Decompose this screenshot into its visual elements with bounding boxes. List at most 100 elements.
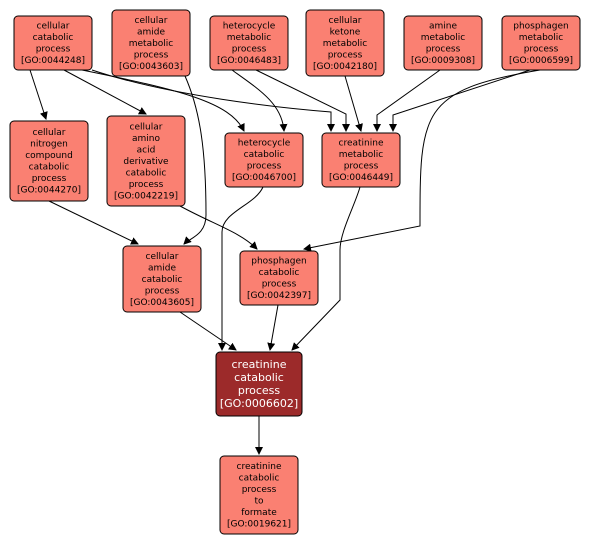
node-label-line: metabolic (227, 33, 272, 43)
edge-n4-to-n10 (344, 75, 363, 132)
node-label-line: ketone (330, 27, 361, 37)
node-label-line: process (32, 174, 67, 184)
node-label-line: [GO:0043605] (130, 298, 194, 308)
node-label-line: [GO:0042397] (247, 291, 311, 301)
node-label-line: process (134, 50, 169, 60)
edge-n11-to-n13 (179, 311, 237, 351)
node-box (122, 245, 202, 313)
node-label-line: [GO:0006599] (509, 56, 573, 66)
node-label-line: process (426, 45, 461, 55)
node-label-line: metabolic (339, 150, 384, 160)
node-label-line: compound (25, 151, 73, 161)
node-layer: cellularcatabolicprocess[GO:0044248]cell… (9, 9, 581, 535)
edge-n9-to-n13 (218, 186, 264, 351)
node-box (403, 15, 483, 71)
node-label-line: [GO:0009308] (411, 56, 475, 66)
node-label-line: cellular (130, 122, 163, 132)
edge-n12-to-n13 (267, 304, 279, 351)
node-label-line: creatinine (232, 358, 287, 371)
node-label-line: catabolic (259, 268, 300, 278)
node-label-line: catabolic (29, 163, 70, 173)
node-box (501, 15, 581, 71)
node-label-line: amide (148, 263, 176, 273)
node-box (224, 132, 304, 188)
node-label-line: process (129, 180, 164, 190)
node-label-line: cellular (33, 128, 66, 138)
go-term-node[interactable]: cellularaminoacidderivativecatabolicproc… (106, 115, 186, 207)
node-label-line: process (328, 50, 363, 60)
node-box (9, 120, 89, 202)
node-label-line: process (242, 485, 277, 495)
node-label-line: [GO:0042180] (313, 62, 377, 72)
go-term-node[interactable]: creatininecatabolicprocesstoformate[GO:0… (219, 455, 299, 535)
node-label-line: acid (137, 145, 156, 155)
node-label-line: process (36, 45, 71, 55)
node-label-line: catabolic (142, 275, 183, 285)
edge-n2-to-n11 (183, 75, 207, 245)
node-label-line: process (145, 286, 180, 296)
node-label-line: [GO:0019621] (227, 520, 291, 530)
node-label-line: process (247, 162, 282, 172)
edge-n6-to-n10 (389, 69, 531, 132)
node-label-line: [GO:0043603] (119, 62, 183, 72)
go-term-node[interactable]: cellularamidemetabolicprocess[GO:0043603… (111, 9, 191, 77)
edge-layer (29, 69, 541, 455)
node-label-line: phosphagen (513, 22, 569, 32)
node-box (111, 9, 191, 77)
node-label-line: metabolic (323, 39, 368, 49)
node-box (239, 250, 319, 306)
edge-n5-to-n10 (373, 69, 441, 132)
node-label-line: [GO:0046483] (217, 56, 281, 66)
node-label-line: phosphagen (251, 257, 307, 267)
node-label-line: cellular (329, 16, 362, 26)
node-label-line: creatinine (339, 139, 384, 149)
node-label-line: process (344, 162, 379, 172)
node-label-line: cellular (135, 16, 168, 26)
node-label-line: [GO:0044270] (17, 186, 81, 196)
edge-n3-to-n10 (255, 69, 350, 132)
node-label-line: amino (132, 134, 160, 144)
edge-n10-to-n13 (291, 186, 361, 351)
node-label-line: heterocycle (223, 22, 276, 32)
node-label-line: catabolic (126, 168, 167, 178)
node-label-line: [GO:0006602] (220, 397, 298, 410)
node-label-line: metabolic (129, 39, 174, 49)
node-label-line: cellular (146, 252, 179, 262)
node-label-line: metabolic (519, 33, 564, 43)
node-box (215, 351, 303, 417)
node-label-line: process (232, 45, 267, 55)
node-label-line: formate (241, 508, 277, 518)
edge-n7-to-n11 (48, 200, 139, 245)
node-label-line: [GO:0046700] (232, 173, 296, 183)
edge-n1-to-n7 (29, 69, 48, 120)
node-label-line: catabolic (33, 33, 74, 43)
node-label-line: catabolic (244, 150, 285, 160)
node-label-line: [GO:0042219] (114, 191, 178, 201)
node-box (209, 15, 289, 71)
node-label-line: process (262, 280, 297, 290)
node-label-line: process (524, 45, 559, 55)
node-box (106, 115, 186, 207)
node-label-line: nitrogen (30, 140, 68, 150)
node-box (321, 132, 401, 188)
node-box (305, 9, 385, 77)
edge-n1-to-n10 (91, 69, 335, 132)
node-label-line: cellular (37, 22, 70, 32)
node-label-line: [GO:0046449] (329, 173, 393, 183)
node-label-line: to (254, 497, 264, 507)
node-label-line: catabolic (234, 371, 284, 384)
edge-n6-to-n12 (303, 69, 541, 252)
node-label-line: catabolic (239, 474, 280, 484)
